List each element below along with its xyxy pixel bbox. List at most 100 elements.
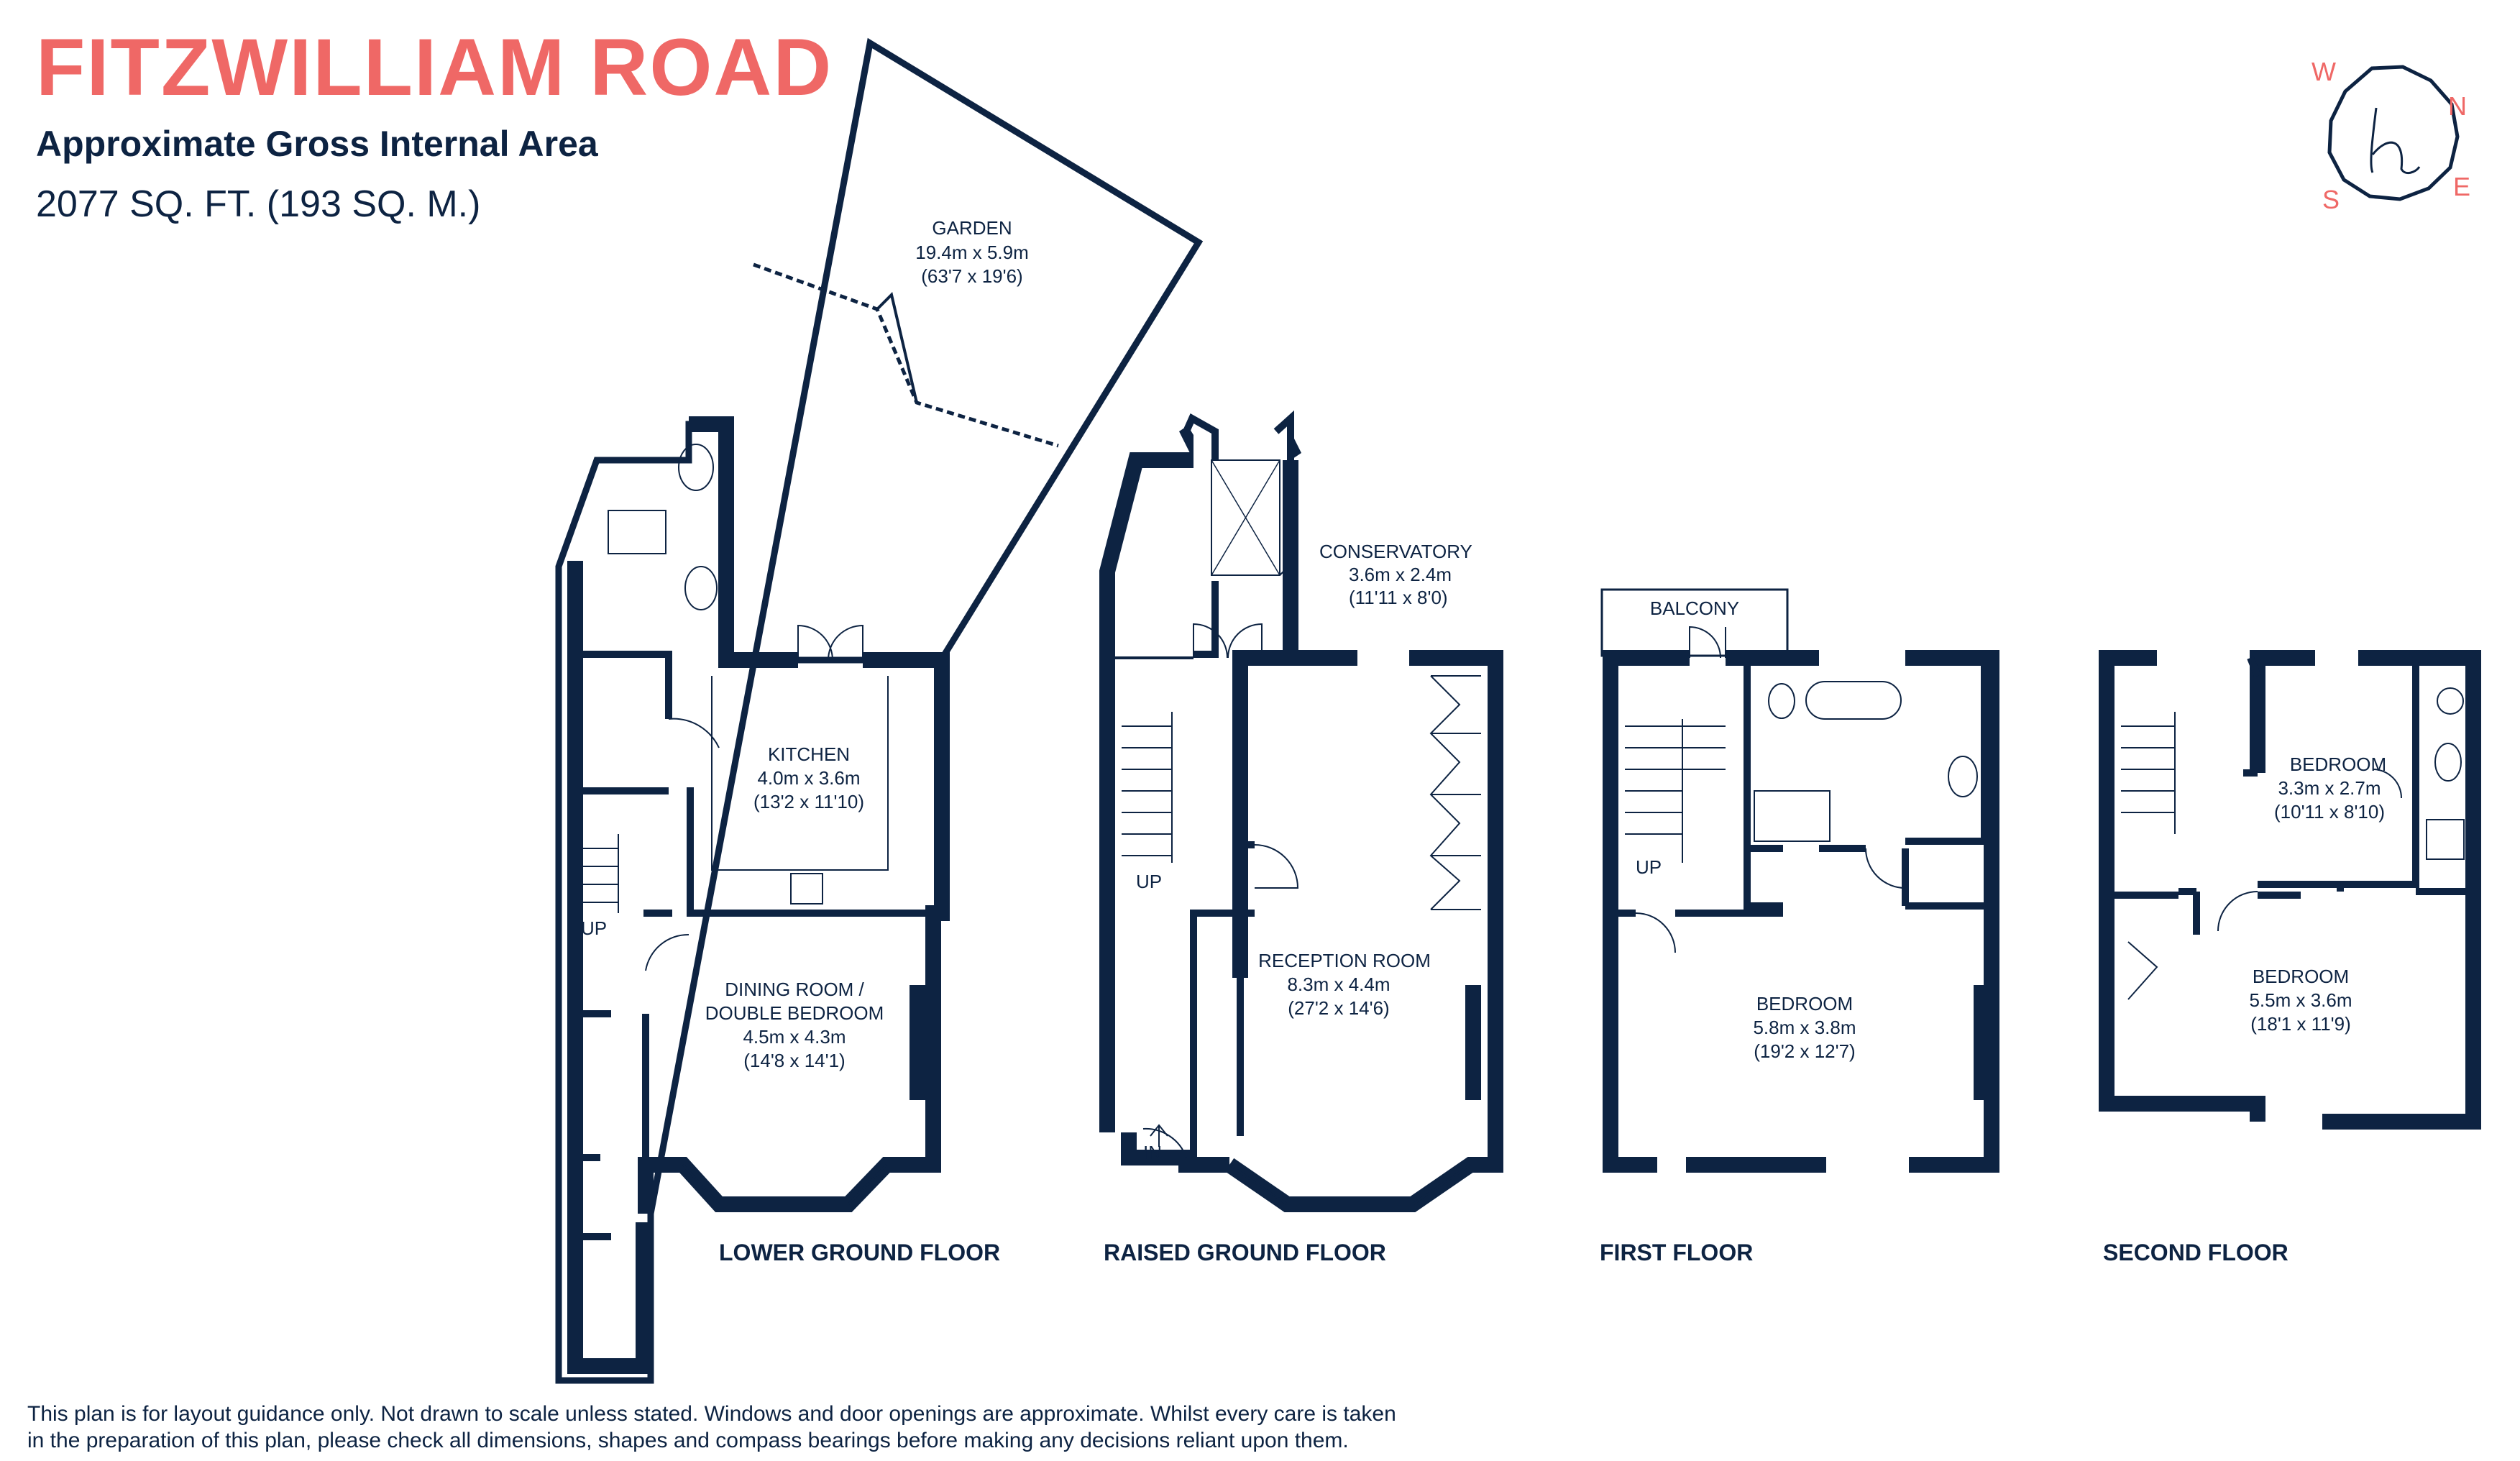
conservatory-corner <box>1179 426 1193 460</box>
garden-metric: 19.4m x 5.9m <box>915 242 1029 263</box>
ff-outer-walls <box>1603 650 1999 1173</box>
sf-internal-walls <box>2107 656 2466 935</box>
ff-bath-door-swing <box>1865 848 1906 889</box>
ff-internal-walls <box>1610 658 1988 917</box>
lg-up-marker: UP <box>581 917 607 939</box>
lg-door-swing-2 <box>645 933 689 971</box>
lg-left-wall <box>567 561 651 1374</box>
raised-ground-floor: CONSERVATORY 3.6m x 2.4m (11'11 x 8'0) R… <box>1099 410 1503 1265</box>
kitchen-name: KITCHEN <box>768 743 850 765</box>
rg-wardrobes <box>1429 675 1481 910</box>
kitchen-counter <box>711 676 889 871</box>
conservatory-doors <box>1193 623 1263 659</box>
ff-shower <box>1754 790 1831 842</box>
first-floor: BALCONY BEDROOM 5.8m x 3.8m (19'2 x 12'7… <box>1600 588 1999 1265</box>
gross-area: 2077 SQ. FT. (193 SQ. M.) <box>36 183 481 225</box>
sf-ensuite-door-swing <box>2372 769 2402 799</box>
lg-toilet <box>678 444 714 491</box>
kitchen-hob-icon <box>790 873 823 904</box>
garden-name: GARDEN <box>932 217 1012 239</box>
compass-w: W <box>2311 57 2336 86</box>
ff-basin <box>1948 756 1978 797</box>
conservatory-imperial: (11'11 x 8'0) <box>1349 587 1448 608</box>
disclaimer-line-2: in the preparation of this plan, please … <box>27 1429 1349 1452</box>
lg-chimney <box>910 985 925 1100</box>
garden-imperial: (63'7 x 19'6) <box>921 265 1022 287</box>
lg-internal-walls <box>575 651 933 1240</box>
ff-bedroom-name: BEDROOM <box>1756 993 1853 1015</box>
garden-zigzag <box>876 292 918 403</box>
kitchen-garden-doors <box>797 624 863 661</box>
lg-shower-tray <box>608 510 666 554</box>
dining-name: DINING ROOM / <box>725 979 864 1000</box>
conservatory-corner-2 <box>1291 431 1301 460</box>
rg-chimney <box>1465 985 1481 1100</box>
balcony-name: BALCONY <box>1650 597 1739 619</box>
lg-bay-window <box>682 1163 888 1206</box>
ff-up-marker: UP <box>1636 856 1662 878</box>
ff-stairs <box>1625 719 1726 863</box>
logo-mark-icon <box>2370 107 2421 175</box>
dining-name-2: DOUBLE BEDROOM <box>705 1002 884 1024</box>
ff-chimney <box>1974 985 1989 1100</box>
balcony-doors <box>1689 626 1726 659</box>
sf-small-bedroom-name: BEDROOM <box>2290 754 2386 775</box>
kitchen-imperial: (13'2 x 11'10) <box>753 791 864 812</box>
ff-toilet <box>1768 683 1795 719</box>
compass-logo: N E S W <box>2311 57 2470 214</box>
rg-door-swing <box>1254 844 1299 889</box>
conservatory-metric: 3.6m x 2.4m <box>1349 564 1452 585</box>
reception-imperial: (27'2 x 14'6) <box>1288 997 1389 1019</box>
sf-basin <box>2434 743 2462 782</box>
reception-name: RECEPTION ROOM <box>1258 950 1431 971</box>
sf-shower <box>2426 819 2465 860</box>
rg-stairs <box>1122 712 1173 863</box>
lg-door-swing <box>668 718 720 748</box>
lg-stairs <box>568 834 619 913</box>
disclaimer-line-1: This plan is for layout guidance only. N… <box>27 1402 1396 1426</box>
compass-n: N <box>2448 91 2467 121</box>
page-subtitle: Approximate Gross Internal Area <box>36 124 598 164</box>
dining-imperial: (14'8 x 14'1) <box>743 1050 845 1071</box>
balcony-rail <box>1600 588 1789 657</box>
ff-bedroom-imperial: (19'2 x 12'7) <box>1754 1040 1855 1062</box>
floor-label-raised-ground: RAISED GROUND FLOOR <box>1104 1240 1386 1265</box>
sf-large-bedroom-metric: 5.5m x 3.6m <box>2249 989 2352 1011</box>
rg-internal-walls <box>1190 841 1255 1136</box>
sf-outer-walls <box>2099 650 2481 1130</box>
ff-bedroom-metric: 5.8m x 3.8m <box>1753 1017 1856 1038</box>
kitchen-metric: 4.0m x 3.6m <box>757 767 860 789</box>
floor-label-second: SECOND FLOOR <box>2103 1240 2288 1265</box>
compass-s: S <box>2322 185 2340 214</box>
second-floor: BEDROOM 3.3m x 2.7m (10'11 x 8'10) BEDRO… <box>2099 650 2481 1265</box>
compass-ring <box>2327 65 2460 201</box>
floor-label-lower-ground: LOWER GROUND FLOOR <box>719 1240 1000 1265</box>
dining-metric: 4.5m x 4.3m <box>743 1026 846 1048</box>
floor-label-first: FIRST FLOOR <box>1600 1240 1753 1265</box>
entrance-arrow-icon <box>1150 1124 1168 1147</box>
lg-basin <box>684 566 718 610</box>
lower-ground-floor: GARDEN 19.4m x 5.9m (63'7 x 19'6) KITCHE… <box>555 37 1204 1384</box>
sf-stairs <box>2121 712 2176 834</box>
ff-bath <box>1805 681 1902 720</box>
page-title: FITZWILLIAM ROAD <box>36 22 833 112</box>
reception-metric: 8.3m x 4.4m <box>1287 974 1390 995</box>
sf-door-swing <box>2217 891 2258 932</box>
compass-e: E <box>2453 172 2470 201</box>
sf-small-bedroom-metric: 3.3m x 2.7m <box>2278 777 2381 799</box>
disclaimer: This plan is for layout guidance only. N… <box>27 1401 1537 1454</box>
sf-large-bedroom-name: BEDROOM <box>2253 966 2349 987</box>
sf-large-bedroom-imperial: (18'1 x 11'9) <box>2250 1013 2351 1035</box>
sf-small-bedroom-imperial: (10'11 x 8'10) <box>2274 801 2385 823</box>
conservatory-lantern <box>1211 459 1280 576</box>
ff-door-swing <box>1635 912 1676 953</box>
sf-toilet <box>2437 687 2464 715</box>
rg-bay-window <box>1229 1163 1471 1206</box>
rg-in-marker: IN <box>1143 1142 1162 1163</box>
conservatory-name: CONSERVATORY <box>1319 541 1472 562</box>
rg-up-marker: UP <box>1136 871 1162 892</box>
conservatory-walls <box>1183 410 1294 658</box>
rg-entrance-door <box>1142 1127 1187 1158</box>
sf-wardrobe <box>2127 941 2158 1000</box>
